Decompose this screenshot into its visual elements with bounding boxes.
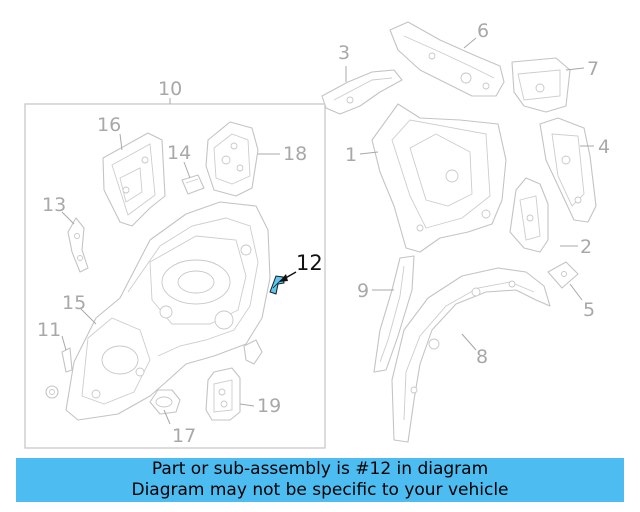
part-2-extension [509,177,549,253]
part-16-pillar-panel [102,132,166,227]
part-5-small-plate [547,261,579,289]
part-17-plug [149,389,181,415]
callout-16: 16 [97,114,121,136]
part-1-quarter-inner-panel [371,103,507,253]
callout-9: 9 [357,280,369,302]
part-14-bracket [181,174,205,195]
callout-8: 8 [476,346,488,368]
part-7-top-bracket [511,57,571,113]
callout-6: 6 [477,20,489,42]
callout-19: 19 [257,395,281,417]
part-9-reinforcement-strip [373,255,415,373]
banner-line-disclaimer: Diagram may not be specific to your vehi… [131,480,509,500]
callout-labels: 10 16 14 18 13 15 11 17 19 3 6 7 1 4 2 5… [37,20,610,447]
info-banner: Part or sub-assembly is #12 in diagram D… [16,458,624,502]
part-12-arrow [279,271,297,282]
callout-10: 10 [158,78,182,100]
callout-13: 13 [42,194,66,216]
callout-2: 2 [580,236,592,258]
callout-7: 7 [587,58,599,80]
callout-11: 11 [37,319,61,341]
callout-5: 5 [583,299,595,321]
part-4-side-bracket [539,117,597,223]
part-19-reinforcement [205,367,241,421]
part-6-upper-rail [389,21,505,97]
small-bracket [243,339,263,365]
part-15-inner-wheelhouse [65,201,271,421]
part-8-wheelhouse-outer [391,267,551,443]
callout-18: 18 [283,143,307,165]
callout-17: 17 [172,425,196,447]
part-3-upper-bracket [321,69,403,115]
part-11-clip [61,347,73,373]
leader-lines [61,37,594,425]
banner-line-part-number: Part or sub-assembly is #12 in diagram [151,459,489,479]
callout-1: 1 [345,144,357,166]
callout-14: 14 [167,142,191,164]
callout-15: 15 [62,292,86,314]
callout-12-highlighted: 12 [296,251,323,275]
callout-4: 4 [598,136,610,158]
part-13-bracket [67,217,89,273]
callout-3: 3 [338,42,350,64]
parts-diagram: 10 16 14 18 13 15 11 17 19 3 6 7 1 4 2 5… [24,20,610,449]
subassembly-frame [24,103,326,449]
grommet [45,385,59,399]
part-18-extension-panel [205,121,259,197]
